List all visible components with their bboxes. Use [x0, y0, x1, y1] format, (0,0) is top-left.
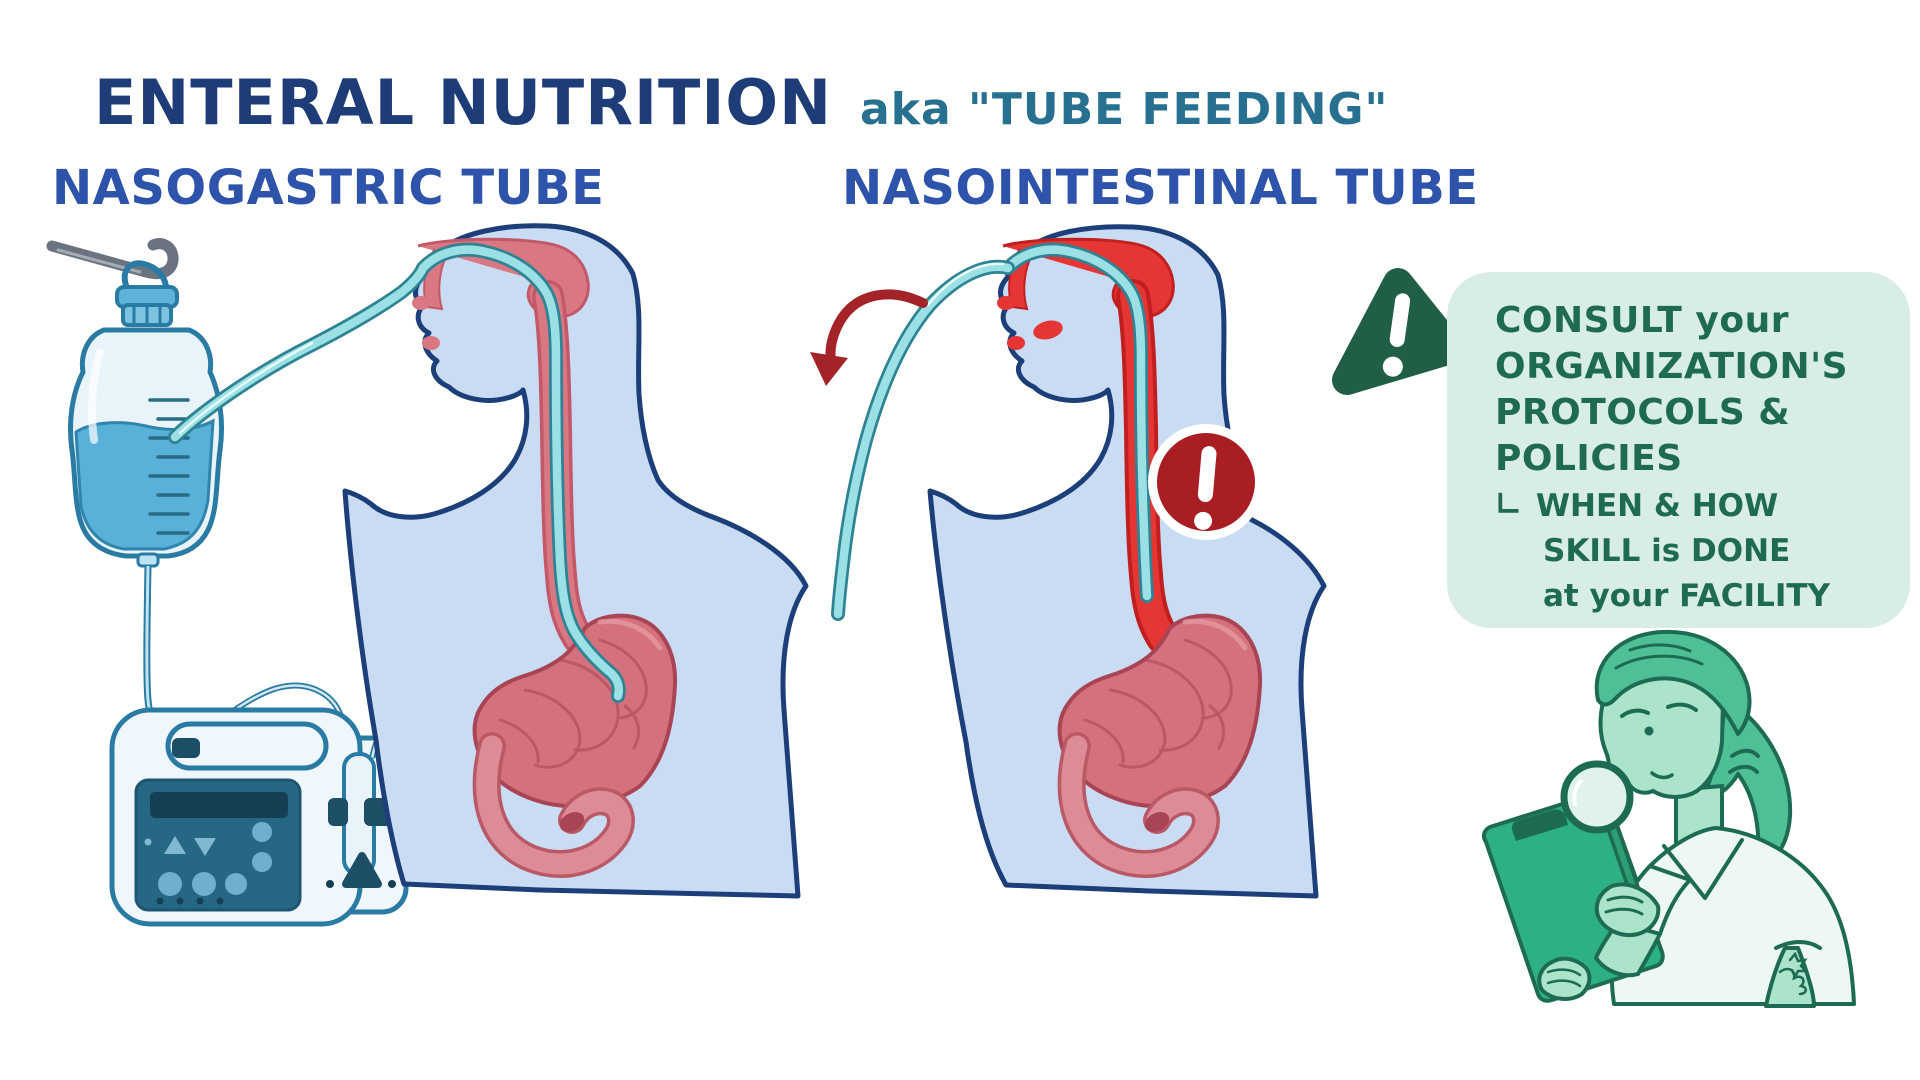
magnifying-glass-icon [1560, 760, 1641, 897]
alert-circle-icon [1148, 424, 1264, 540]
elbow-connector-icon: ∟ [1495, 485, 1522, 523]
page-title: ENTERAL NUTRITION [94, 66, 832, 139]
pump-button [158, 872, 182, 896]
pump-control-panel [134, 778, 302, 912]
pump-button [252, 822, 272, 842]
nasogastric-figure [168, 223, 809, 899]
drip-chamber [326, 752, 396, 888]
consult-line-4: POLICIES [1495, 438, 1683, 479]
stomach-anatomy [1057, 613, 1263, 878]
label-nasointestinal-tube: NASOINTESTINAL TUBE [842, 160, 1479, 216]
up-arrow-button [164, 836, 186, 854]
nurse-ponytail [1700, 704, 1793, 870]
stomach-anatomy [472, 613, 678, 878]
pump-button [252, 852, 272, 872]
bag-cap [115, 285, 179, 327]
consult-line-3: PROTOCOLS & [1495, 392, 1791, 433]
consult-sub-line-2: SKILL is DONE [1543, 533, 1791, 569]
nasointestinal-tube-external [831, 259, 1015, 621]
pump-button [192, 872, 216, 896]
consult-note: CONSULT your ORGANIZATION'S PROTOCOLS & … [1447, 272, 1910, 628]
nurse-illustration [1481, 629, 1856, 1008]
page-header: ENTERAL NUTRITION aka "TUBE FEEDING" [94, 66, 1388, 139]
consult-sub-line-3: at your FACILITY [1543, 578, 1830, 614]
nasointestinal-figure [810, 224, 1327, 899]
tattoo [1778, 951, 1810, 996]
label-nasogastric-tube: NASOGASTRIC TUBE [52, 160, 605, 216]
pump-screen [150, 792, 288, 818]
warning-triangle-icon [1332, 268, 1466, 395]
down-arrow-button [194, 838, 216, 856]
nurse-hair [1594, 629, 1752, 736]
consult-line-2: ORGANIZATION'S [1495, 346, 1849, 387]
pump-button [225, 873, 247, 895]
nasogastric-tube [168, 242, 626, 703]
feeding-bag-illustration [46, 238, 225, 748]
consult-sub-line-1: ∟ WHEN & HOW [1495, 485, 1779, 524]
direction-arrow-icon [810, 289, 928, 386]
page-title-suffix: aka "TUBE FEEDING" [860, 84, 1389, 135]
bag-graduation-marks [148, 398, 190, 535]
consult-line-1: CONSULT your [1495, 300, 1789, 341]
nasointestinal-tube-internal [1001, 242, 1154, 603]
feeding-pump-illustration [109, 682, 440, 927]
